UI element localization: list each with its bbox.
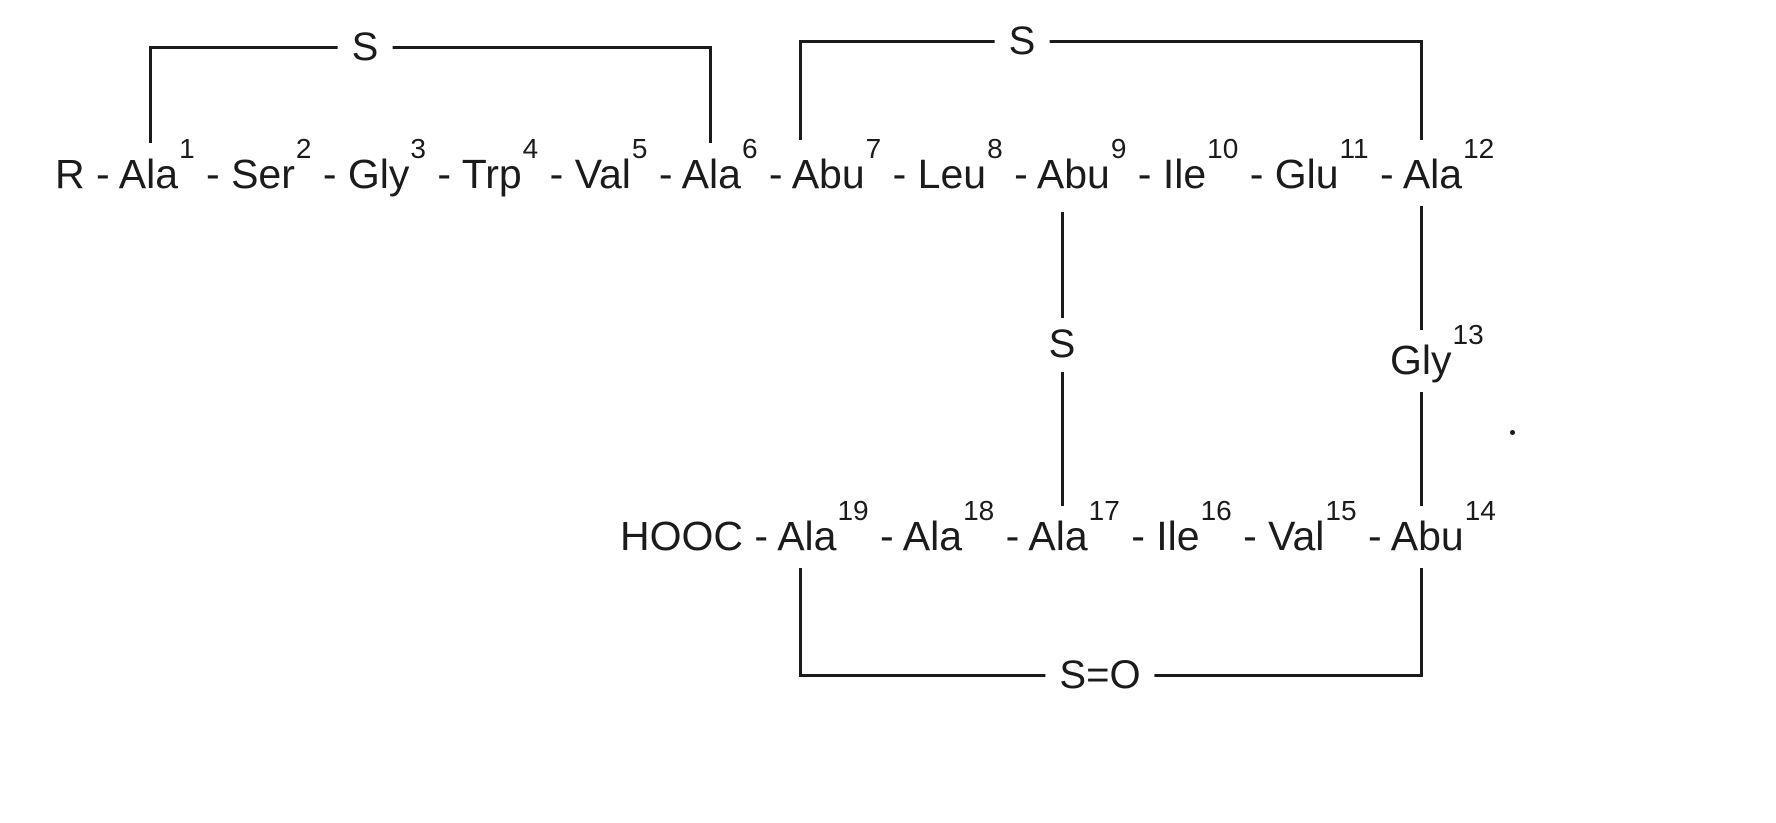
residue-abu-9: Abu9: [1036, 135, 1127, 197]
residue-number: 12: [1463, 133, 1495, 165]
residue-name: Ala: [681, 151, 741, 197]
residue-number: 4: [522, 133, 539, 165]
residue-number: 13: [1452, 319, 1484, 351]
bottom-sequence-row: HOOC - Ala19 - Ala18 - Ala17 - Ile16 - V…: [620, 497, 1496, 560]
ring-d-right-arm-line: [1420, 568, 1423, 677]
residue-number: 11: [1339, 133, 1369, 165]
residue-name: Gly: [347, 151, 410, 197]
residue-name: Trp: [461, 151, 522, 197]
residue-ala-6: Ala6: [681, 135, 758, 197]
residue-number: 2: [295, 133, 312, 165]
residue-number: 14: [1464, 495, 1496, 527]
residue-name: Ala: [777, 513, 837, 559]
bond-hyphen: -: [743, 513, 778, 559]
residue-val-5: Val5: [574, 135, 648, 197]
residue-ala-18: Ala18: [902, 497, 994, 559]
bond-hyphen: -: [425, 151, 462, 197]
bond-hyphen: -: [994, 513, 1029, 559]
ring-a-left-arm-line: [149, 46, 152, 143]
residue-name: Ala: [1028, 513, 1088, 559]
residue-name: Val: [574, 151, 631, 197]
c-terminal-group-label: HOOC: [620, 513, 743, 559]
residue-number: 17: [1088, 495, 1120, 527]
residue-name: Ala: [1402, 151, 1463, 197]
residue-number: 18: [963, 495, 995, 527]
bond-hyphen: -: [881, 151, 918, 197]
residue-number: 9: [1110, 133, 1127, 165]
bond-hyphen: -: [757, 151, 792, 197]
residue-number: 5: [631, 133, 648, 165]
residue-ile-10: Ile10: [1162, 135, 1238, 197]
bond-hyphen: -: [538, 151, 575, 197]
bond-hyphen: -: [1002, 151, 1037, 197]
residue-ala-12: Ala12: [1402, 135, 1494, 197]
top-sequence-row: R - Ala1 - Ser2 - Gly3 - Trp4 - Val5 - A…: [55, 135, 1494, 198]
residue-name: Abu: [1036, 151, 1110, 197]
bond-hyphen: -: [311, 151, 348, 197]
residue-name: Val: [1268, 513, 1325, 559]
sulfur-bridge-b-label: S: [994, 18, 1050, 64]
residue-abu-14: Abu14: [1390, 497, 1496, 559]
residue-name: Leu: [917, 151, 987, 197]
residue-name: Ser: [231, 151, 295, 197]
bond-hyphen: -: [1119, 513, 1157, 559]
ring-b-right-arm-line: [1420, 40, 1423, 140]
bond-hyphen: -: [647, 151, 682, 197]
scan-artifact-dot: [1510, 430, 1515, 435]
residue-name: Abu: [1390, 513, 1464, 559]
n-terminal-group-label: R: [55, 151, 85, 197]
side-chain-lower-line: [1420, 392, 1423, 506]
residue-glu-11: Glu11: [1274, 135, 1369, 197]
bond-hyphen: -: [194, 151, 232, 197]
side-residue-gly-13: Gly13: [1390, 321, 1484, 384]
ring-c-upper-line: [1061, 212, 1064, 318]
residue-name: Ile: [1162, 151, 1207, 197]
residue-trp-4: Trp4: [461, 135, 539, 197]
residue-val-15: Val15: [1268, 497, 1356, 559]
residue-name: Ile: [1156, 513, 1200, 559]
ring-c-lower-line: [1061, 372, 1064, 506]
residue-name: Ala: [118, 151, 179, 197]
bond-hyphen: -: [868, 513, 903, 559]
side-chain-upper-line: [1420, 206, 1423, 330]
residue-ala-19: Ala19: [777, 497, 868, 559]
bond-hyphen: -: [1356, 513, 1391, 559]
ring-a-top-line: [149, 46, 712, 49]
residue-gly-3: Gly3: [347, 135, 426, 197]
ring-d-left-arm-line: [799, 568, 802, 677]
residue-name: Glu: [1274, 151, 1339, 197]
bond-hyphen: -: [1126, 151, 1163, 197]
residue-ala-1: Ala1: [118, 135, 195, 197]
residue-number: 10: [1207, 133, 1239, 165]
residue-number: 6: [741, 133, 758, 165]
residue-number: 7: [865, 133, 882, 165]
residue-name: Abu: [791, 151, 865, 197]
residue-abu-7: Abu7: [791, 135, 882, 197]
residue-name: Gly: [1390, 337, 1452, 383]
residue-number: 15: [1325, 495, 1357, 527]
bond-hyphen: -: [1368, 151, 1403, 197]
bond-hyphen: -: [1231, 513, 1269, 559]
ring-b-top-line: [799, 40, 1423, 43]
residue-number: 16: [1200, 495, 1232, 527]
bond-hyphen: -: [84, 151, 119, 197]
sulfur-bridge-c-label: S: [1034, 321, 1090, 367]
residue-ala-17: Ala17: [1028, 497, 1119, 559]
residue-number: 3: [410, 133, 426, 165]
residue-name: Ala: [902, 513, 963, 559]
residue-ser-2: Ser2: [231, 135, 311, 197]
ring-b-left-arm-line: [799, 40, 802, 140]
residue-number: 8: [987, 133, 1003, 165]
residue-leu-8: Leu8: [917, 135, 1003, 197]
residue-ile-16: Ile16: [1156, 497, 1231, 559]
sulfoxide-bridge-d-label: S=O: [1045, 652, 1155, 698]
bond-hyphen: -: [1238, 151, 1275, 197]
residue-number: 19: [837, 495, 869, 527]
residue-number: 1: [179, 133, 195, 165]
ring-a-right-arm-line: [709, 46, 712, 143]
sulfur-bridge-a-label: S: [337, 24, 393, 70]
